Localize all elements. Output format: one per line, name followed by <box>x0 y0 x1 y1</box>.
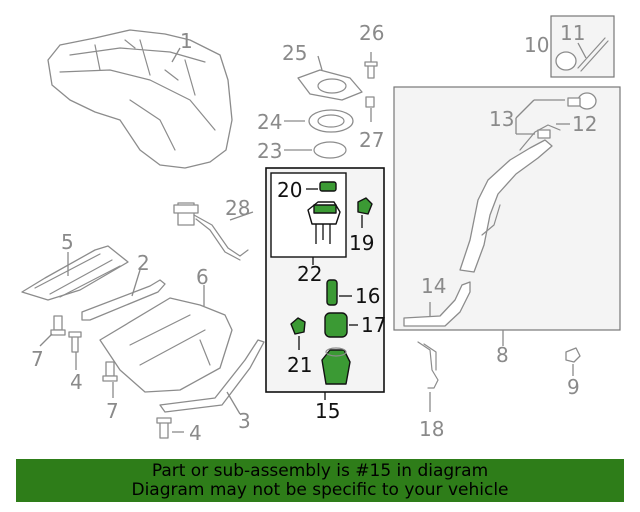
pump-16-part <box>326 279 338 306</box>
callout-15: 15 <box>315 399 340 423</box>
callout-25: 25 <box>282 41 307 65</box>
info-banner: Part or sub-assembly is #15 in diagram D… <box>16 459 624 502</box>
callout-19: 19 <box>349 231 374 255</box>
filler-group-box <box>393 86 621 331</box>
leader-lines <box>39 42 587 433</box>
callout-6: 6 <box>196 265 209 289</box>
clip-27-part <box>365 96 375 108</box>
callout-21: 21 <box>287 353 312 377</box>
banner-line-2: Diagram may not be specific to your vehi… <box>131 480 509 500</box>
nut-9-part <box>565 347 581 363</box>
callout-26: 26 <box>359 21 384 45</box>
cap-assembly-part <box>555 37 609 72</box>
callout-27: 27 <box>359 128 384 152</box>
bracket-18-part <box>417 341 439 389</box>
callout-7a: 7 <box>31 347 44 371</box>
heat-shield-part <box>21 245 129 301</box>
filler-pipe-part <box>459 124 561 273</box>
bolt-26-part <box>364 61 378 79</box>
cover-plate-part <box>297 69 363 101</box>
bolt-4a-part <box>68 331 82 353</box>
under-cover-part <box>99 297 233 393</box>
callout-18: 18 <box>419 417 444 441</box>
callout-17: 17 <box>361 313 386 337</box>
fuel-pump-module-part <box>307 181 341 244</box>
callout-1: 1 <box>180 29 193 53</box>
fuel-tank-part <box>47 29 233 169</box>
filler-cap-part <box>537 92 597 139</box>
callout-3: 3 <box>238 409 251 433</box>
callout-23: 23 <box>257 139 282 163</box>
reservoir-part <box>321 347 351 385</box>
callout-20: 20 <box>277 178 302 202</box>
callout-5: 5 <box>61 230 74 254</box>
callout-12: 12 <box>572 112 597 136</box>
callout-4b: 4 <box>189 421 202 445</box>
lock-ring-part <box>308 109 354 133</box>
callout-14: 14 <box>421 274 446 298</box>
parts-diagram: 1 2 3 4 4 5 6 7 7 8 9 10 11 12 13 14 15 … <box>21 15 621 445</box>
banner-line-1: Part or sub-assembly is #15 in diagram <box>151 461 489 481</box>
callout-24: 24 <box>257 110 282 134</box>
gasket-part <box>313 141 347 159</box>
callout-28: 28 <box>225 196 250 220</box>
bolt-7b-part <box>102 361 118 382</box>
strap-lower-part <box>159 339 265 413</box>
hose-14-part <box>403 281 471 327</box>
callout-2: 2 <box>137 251 150 275</box>
regulator-21-part <box>290 317 306 335</box>
callout-10: 10 <box>524 33 549 57</box>
callout-8: 8 <box>496 343 509 367</box>
callout-22: 22 <box>297 262 322 286</box>
callout-13: 13 <box>489 107 514 131</box>
callout-9: 9 <box>567 375 580 399</box>
filter-19-part <box>357 197 373 215</box>
filter-17-part <box>324 312 348 338</box>
callout-7b: 7 <box>106 399 119 423</box>
callout-16: 16 <box>355 284 380 308</box>
bolt-4b-part <box>156 417 172 439</box>
callout-11: 11 <box>560 21 585 45</box>
sender-unit-part <box>173 202 249 261</box>
strap-part <box>81 279 166 321</box>
bolt-7a-part <box>50 315 66 336</box>
callout-4a: 4 <box>70 370 83 394</box>
